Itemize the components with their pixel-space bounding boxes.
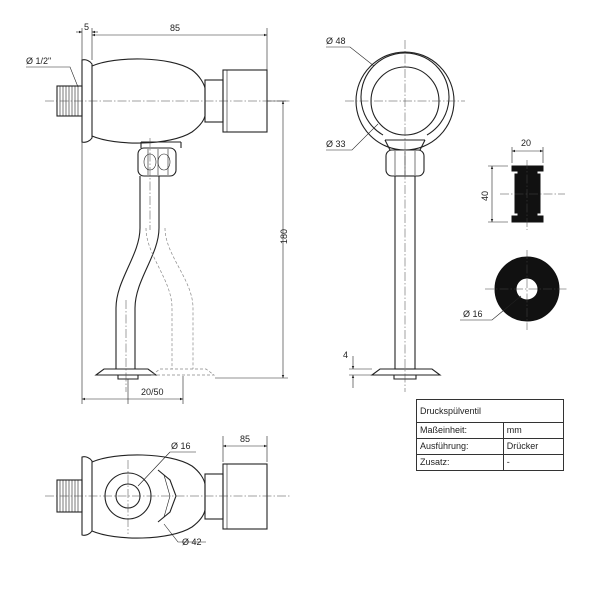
front-view: 5 85 Ø 1/2" 180 20/50 [26, 22, 290, 404]
dim-inner-diameter: Ø 33 [326, 139, 346, 149]
title-block-row: Ausführung: Drücker [416, 438, 565, 455]
title-block-value: - [502, 454, 565, 471]
top-valve-body [91, 454, 206, 539]
dim-offset: 20/50 [141, 387, 164, 397]
dim-seal-width: 20 [521, 138, 531, 148]
dim-top-length: 85 [240, 434, 250, 444]
dim-thread: Ø 1/2" [26, 56, 51, 66]
title-block-title: Druckspülventil [416, 399, 564, 423]
dim-front-height: 180 [279, 229, 289, 244]
dim-seal-height: 40 [480, 191, 490, 201]
top-cap [222, 463, 268, 530]
front-flange [81, 59, 93, 143]
title-block-label: Maßeinheit: [416, 422, 504, 439]
front-pipe [115, 176, 160, 369]
side-view: Ø 48 Ø 33 4 [326, 36, 465, 392]
dim-outer-diameter: Ø 48 [326, 36, 346, 46]
dim-top-bore: Ø 16 [171, 441, 191, 451]
dim-body-diameter: Ø 42 [182, 537, 202, 547]
top-neck [204, 473, 224, 520]
title-block-row: Zusatz: - [416, 454, 565, 471]
dim-seal-bore: Ø 16 [463, 309, 483, 319]
dim-front-length: 85 [170, 23, 180, 33]
front-pipe-alternate [145, 227, 194, 369]
title-block-value: Drücker [502, 438, 565, 455]
dim-base-height: 4 [343, 350, 348, 360]
title-block-value: mm [502, 422, 565, 439]
title-block-label: Ausführung: [416, 438, 504, 455]
front-hex-nut [137, 141, 182, 177]
seal-detail: 20 40 Ø 16 [460, 138, 568, 330]
side-base-plate [370, 368, 442, 380]
top-view: 85 Ø 16 Ø 42 [45, 434, 290, 547]
title-block: Druckspülventil Maßeinheit: mm Ausführun… [416, 399, 565, 471]
dim-flange-thickness: 5 [84, 22, 89, 32]
title-block-row: Maßeinheit: mm [416, 422, 565, 439]
seal-profile [511, 165, 544, 223]
title-block-label: Zusatz: [416, 454, 504, 471]
